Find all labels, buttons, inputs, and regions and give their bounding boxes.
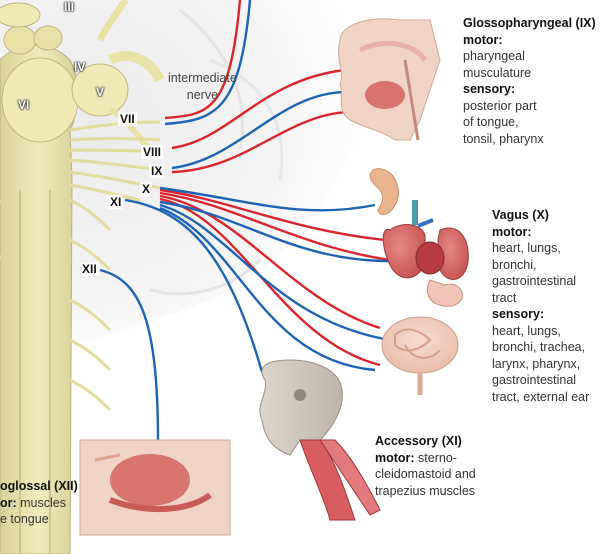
x-sensory-path-2 [159, 200, 421, 263]
hypoglossal-label: oglossal (XII) or: muscles e tongue [0, 479, 78, 526]
x-sensory-path-4 [159, 206, 376, 372]
accessory-title: Accessory (XI) [375, 434, 462, 448]
vagus-label: Vagus (X) motor: heart, lungs, bronchi, … [492, 208, 590, 404]
nerve-roots [0, 120, 161, 412]
heart-lungs [382, 200, 469, 280]
label-viii: VIII [141, 145, 164, 159]
label-x: X [140, 182, 153, 196]
hypoglossal-title: oglossal (XII) [0, 479, 78, 493]
external-ear [369, 168, 399, 216]
intermediate-nerve-label: intermediate nerve [168, 71, 237, 102]
label-iv: IV [74, 60, 86, 74]
skull-neck [259, 359, 381, 521]
pons [1, 57, 79, 143]
x-sensory-path-3 [159, 203, 391, 342]
head-sagittal-section [338, 18, 441, 141]
intermediate-nerve-sensory [164, 0, 252, 126]
x-sensory-path-1 [159, 186, 376, 212]
label-xi: XI [108, 195, 124, 209]
label-vii: VII [118, 112, 137, 126]
x-motor-path-1 [159, 188, 386, 242]
gastrointestinal-tract [381, 279, 463, 395]
nerve-paths [99, 0, 421, 441]
label-v: V [96, 85, 105, 99]
accessory-label: Accessory (XI) motor: sterno- cleidomast… [375, 434, 476, 498]
glossopharyngeal-title: Glossopharyngeal (IX) [463, 16, 596, 30]
label-iii: III [64, 0, 75, 14]
xii-motor-path [99, 268, 160, 441]
vagus-title: Vagus (X) [492, 208, 549, 222]
intermediate-nerve-motor [164, 0, 242, 120]
ix-motor-path-2 [171, 110, 361, 174]
x-motor-path-2 [159, 191, 406, 264]
glossopharyngeal-label: Glossopharyngeal (IX) motor: pharyngeal … [463, 16, 596, 146]
tongue-section [79, 439, 231, 536]
label-xii: XII [80, 262, 99, 276]
ix-motor-path [171, 68, 346, 150]
brainstem [0, 0, 165, 554]
label-vi: VI [18, 98, 30, 112]
x-motor-path-3 [159, 194, 381, 330]
xi-motor-path [124, 198, 264, 373]
label-ix: IX [149, 164, 165, 178]
ix-sensory-path [171, 90, 351, 170]
